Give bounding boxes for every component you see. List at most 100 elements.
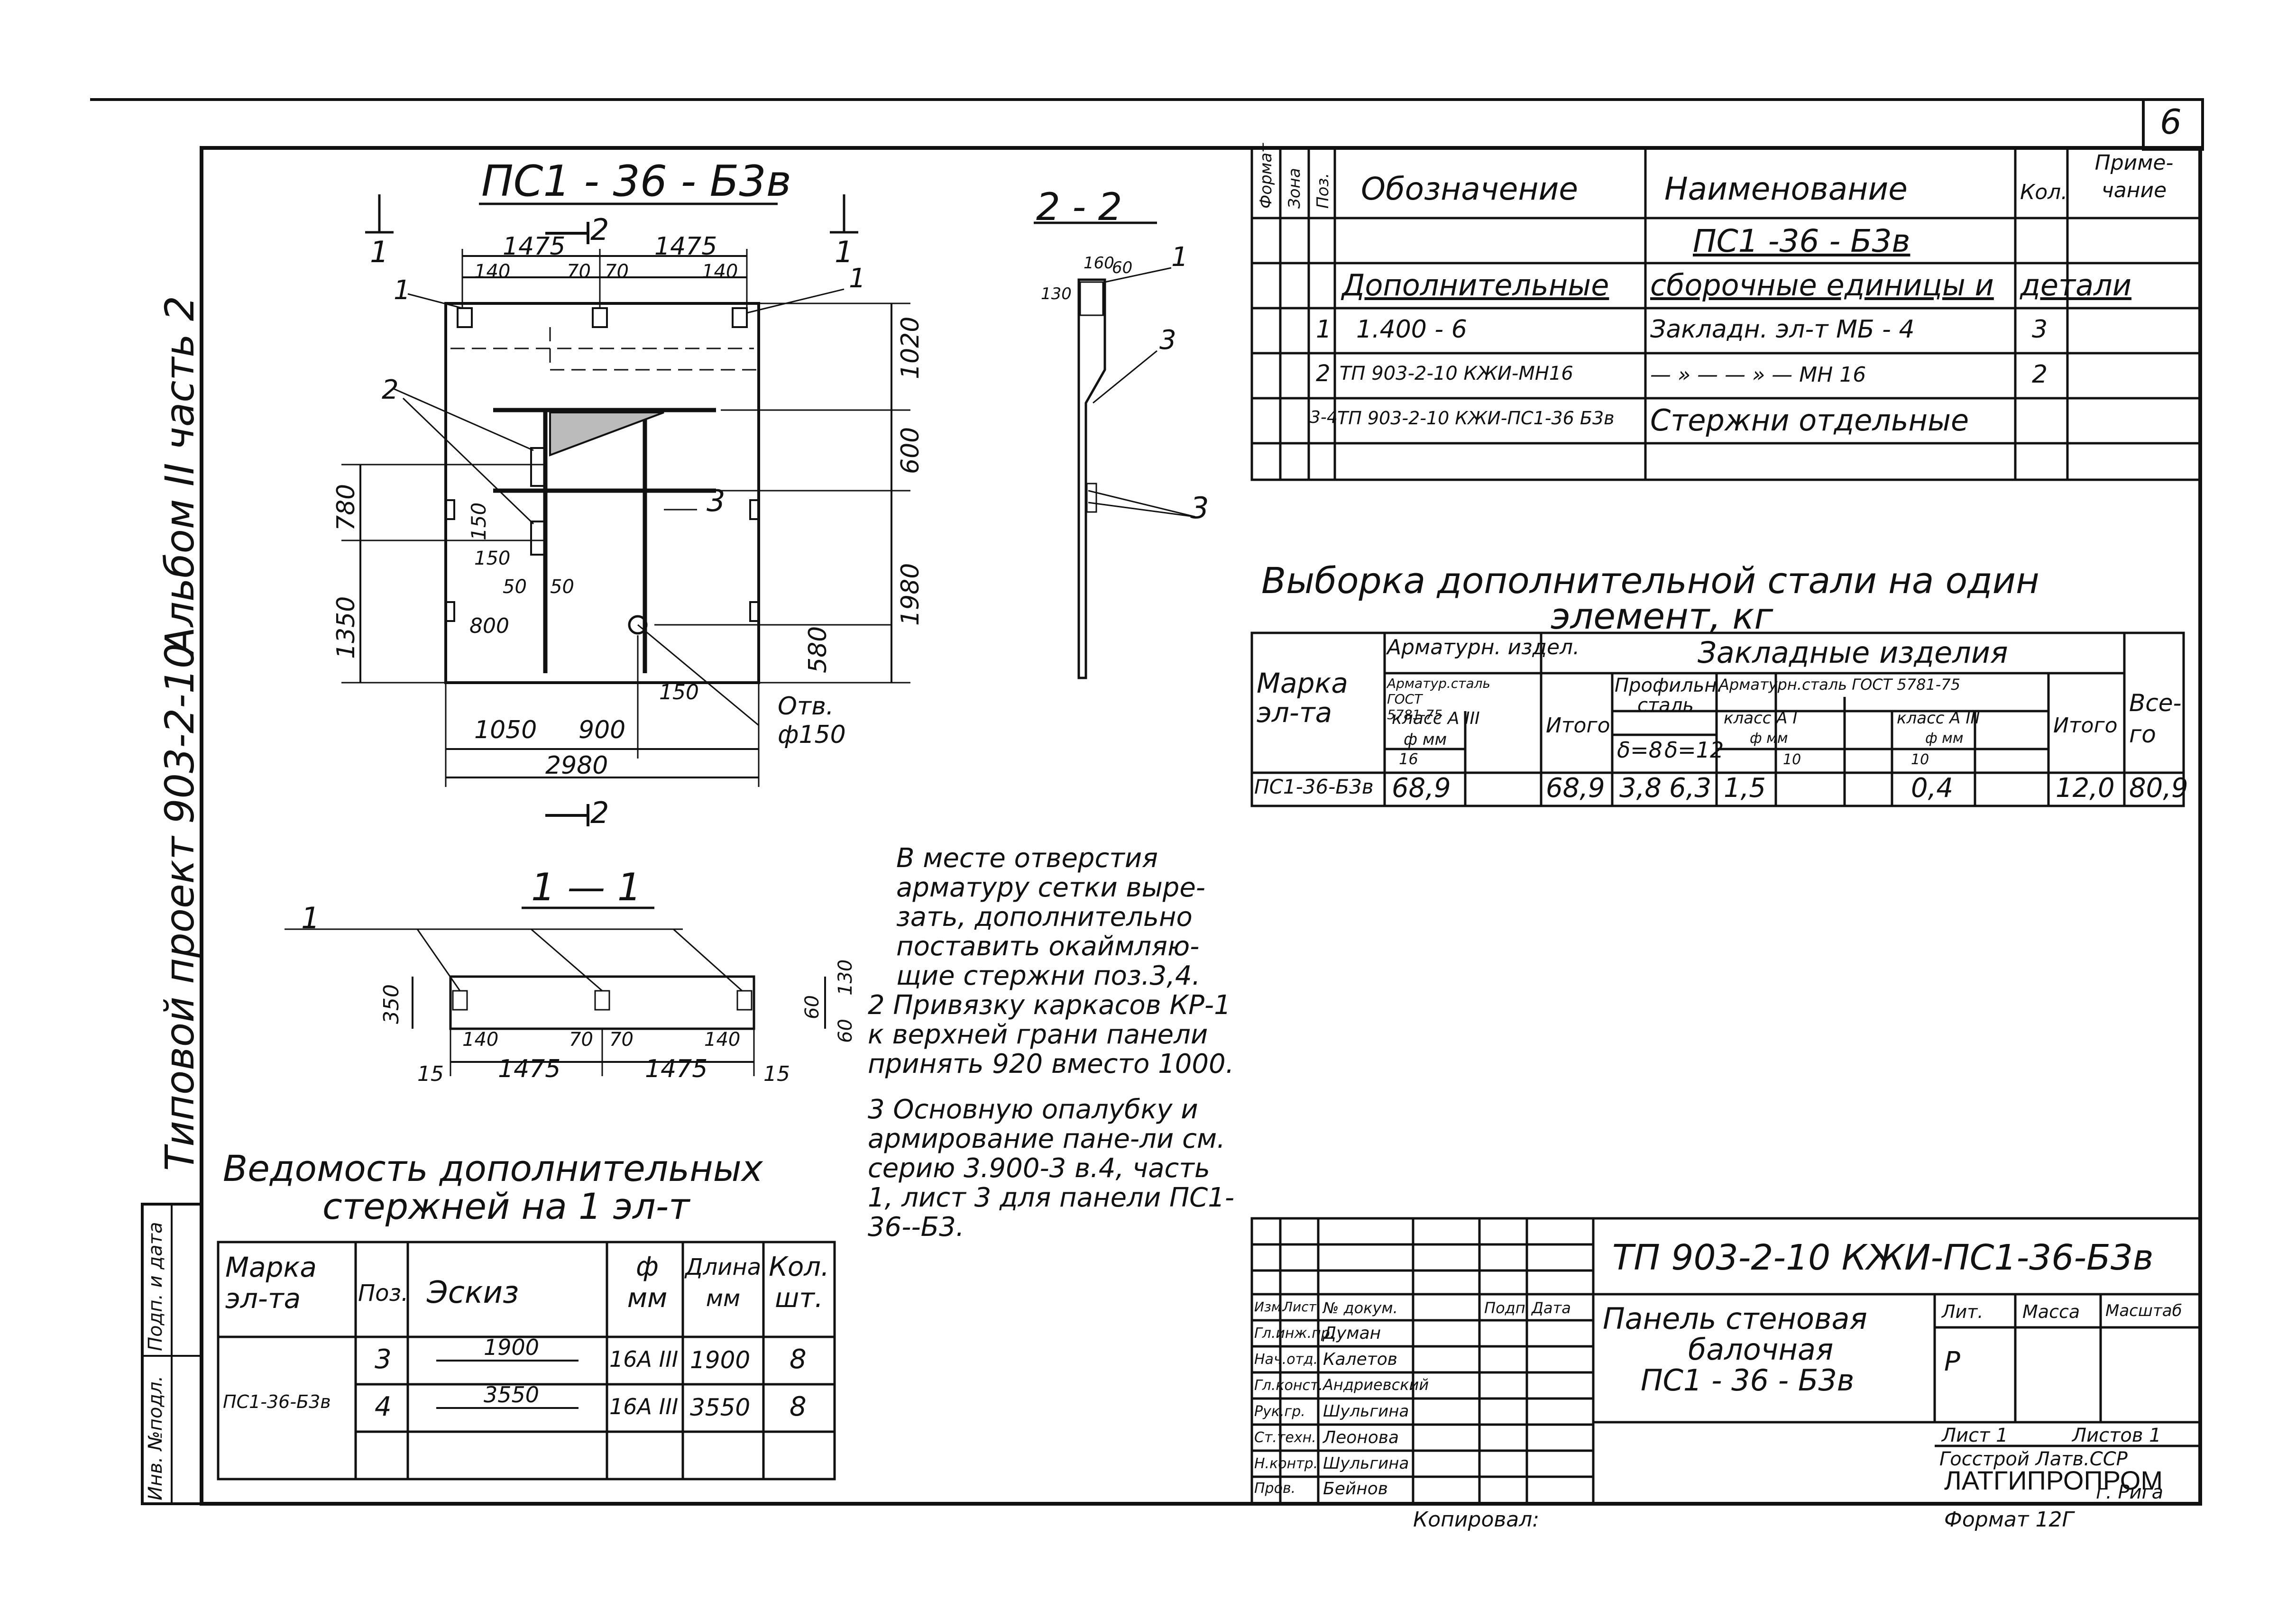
rods-h-qty: Кол. шт. — [769, 1252, 829, 1314]
rods-row2-len: 3550 — [690, 1394, 751, 1421]
steel-row-total: 80,9 — [2129, 773, 2188, 804]
steel-row-itogo2: 12,0 — [2056, 773, 2115, 804]
rods-row1-sketch: 1900 — [484, 1335, 540, 1360]
rods-row2-sketch: 3550 — [484, 1382, 540, 1408]
callout-3: 3 — [707, 484, 726, 518]
cut-1-label-left: 1 — [370, 235, 389, 269]
cut-2-label-bottom: 2 — [590, 795, 609, 830]
page-number: 6 — [2160, 102, 2182, 142]
tb-staff-role-6: Н.контр. — [1254, 1455, 1318, 1472]
rods-table-title-1: Ведомость дополнительных — [223, 1147, 763, 1189]
dim-bottom-2980: 2980 — [545, 751, 608, 780]
dim-top-140-a: 140 — [474, 261, 511, 283]
tb-mass-head: Масса — [2022, 1301, 2080, 1322]
steel-row-a1: 1,5 — [1724, 773, 1766, 804]
rods-row2-pos: 4 — [375, 1391, 392, 1422]
tb-lit-head: Лит. — [1942, 1301, 1984, 1322]
spec-row1-name: Закладн. эл-т МБ - 4 — [1650, 315, 1915, 344]
section-1-1-slab — [449, 975, 755, 1030]
steel-h-armst: Арматурн.сталь ГОСТ 5781-75 — [1719, 676, 1961, 694]
rods-h-pos: Поз. — [358, 1280, 409, 1307]
tb-col-date: Дата — [1532, 1299, 1571, 1317]
tb-org-3: г. Рига — [2096, 1481, 2164, 1503]
spec-row2-name: — » — — » — МН 16 — [1650, 363, 1866, 387]
cut-1-label-right: 1 — [835, 235, 854, 269]
steel-h-itogo-2: Итого — [2053, 713, 2118, 738]
note-3: 3 Основную опалубку и армирование пане-л… — [868, 1094, 1235, 1243]
section-1-1 — [285, 906, 826, 1076]
spec-header-note: Приме-чание — [2094, 151, 2174, 202]
tb-staff-role-7: Пров. — [1254, 1480, 1296, 1497]
section-2-2-callout-3a: 3 — [1159, 325, 1176, 356]
steel-h-d12: δ=12 — [1664, 737, 1724, 763]
dim-top-70-b: 70 — [605, 261, 629, 283]
steel-h-fmm-2: ф мм — [1925, 730, 1964, 747]
cut-2-label-top: 2 — [590, 212, 609, 247]
spec-header-designation: Обозначение — [1361, 171, 1578, 207]
spec-section-assembly: сборочные единицы и — [1650, 268, 1994, 302]
tb-staff-role-1: Гл.инж.пр. — [1254, 1325, 1335, 1342]
steel-h-arm-16: 16 — [1399, 750, 1418, 768]
spec-row3-designation: ТП 903-2-10 КЖИ-ПС1-36 Б3в — [1337, 408, 1615, 429]
section-1-1-dim-60-b: 60 — [835, 1019, 856, 1043]
callout-2: 2 — [382, 375, 399, 405]
rods-row1-pos: 3 — [375, 1344, 392, 1375]
tb-staff-role-3: Гл.конст. — [1254, 1377, 1323, 1394]
spec-row1-designation: 1.400 - 6 — [1356, 315, 1467, 344]
format-label: Формат 12Г — [1944, 1508, 2074, 1532]
dim-top-70-a: 70 — [567, 261, 591, 283]
section-1-1-dim-15-a: 15 — [417, 1062, 444, 1086]
dim-right-1980: 1980 — [896, 563, 925, 626]
tb-staff-name-6: Шульгина — [1323, 1454, 1409, 1473]
panel-outline — [444, 302, 760, 684]
title-block-name-1: Панель стеновая — [1603, 1301, 1867, 1336]
tb-col-izm: Изм. — [1254, 1299, 1286, 1315]
spec-header-zone: Зона — [1285, 168, 1304, 209]
section-1-1-dim-70-b: 70 — [609, 1029, 634, 1051]
tb-staff-name-2: Калетов — [1323, 1350, 1397, 1369]
section-2-2-title: 2 - 2 — [1036, 185, 1122, 229]
tb-staff-role-4: Рук.гр. — [1254, 1403, 1305, 1420]
section-1-1-callout: 1 — [301, 901, 320, 935]
tb-staff-name-7: Бейнов — [1323, 1479, 1388, 1499]
steel-h-fmm-1: ф мм — [1750, 730, 1788, 747]
section-1-1-dim-350: 350 — [379, 984, 404, 1024]
steel-row-mark: ПС1-36-Б3в — [1254, 775, 1374, 798]
side-caption-project: Типовой проект 903-2-10 — [156, 643, 203, 1171]
spec-row3-pos: 3-4 — [1310, 408, 1338, 427]
steel-h-kl1: класс А I — [1724, 709, 1798, 728]
rods-h-dia: ф мм — [627, 1252, 668, 1314]
main-view-panel — [341, 194, 910, 826]
title-block-code: ТП 903-2-10 КЖИ-ПС1-36-Б3в — [1612, 1237, 2154, 1278]
note-1: В месте отверстия арматуру сетки выре-за… — [896, 843, 1205, 991]
steel-row-itogo1: 68,9 — [1546, 773, 1605, 804]
dim-left-800: 800 — [469, 614, 509, 638]
steel-row-d8: 3,8 — [1619, 773, 1662, 804]
side-caption-album: Альбом II часть 2 — [156, 295, 203, 654]
rods-row2-dia: 16А III — [609, 1394, 679, 1419]
tb-lit-value: Р — [1944, 1346, 1960, 1377]
stamp-sign-label: Подп. и дата — [145, 1222, 166, 1351]
tb-col-list: Лист — [1283, 1299, 1316, 1315]
tb-sheets: Листов 1 — [2072, 1425, 2161, 1446]
dim-bottom-1050: 1050 — [474, 716, 537, 744]
rods-table-grid — [217, 1241, 836, 1481]
spec-header-name: Наименование — [1664, 171, 1908, 207]
main-view-title: ПС1 - 36 - Б3в — [481, 156, 791, 206]
section-2-2-dim-60: 60 — [1112, 258, 1133, 277]
hole-circle — [628, 615, 648, 635]
section-1-1-dim-60-a: 60 — [801, 995, 823, 1019]
tb-org-2: ЛАТГИПРОПРОМ — [1944, 1465, 2163, 1495]
section-1-1-dim-130: 130 — [835, 959, 856, 996]
tb-col-sign: Подп. — [1484, 1299, 1530, 1317]
dim-left-50-a: 50 — [503, 576, 527, 598]
tb-staff-name-3: Андриевский — [1323, 1376, 1429, 1394]
embed-plate — [732, 307, 748, 328]
dim-left-1350: 1350 — [332, 596, 360, 659]
rods-row1-len: 1900 — [690, 1346, 751, 1374]
embed-plate — [592, 307, 608, 328]
rods-h-len: Длина мм — [685, 1254, 762, 1312]
rods-mark: ПС1-36-Б3в — [223, 1391, 331, 1412]
title-block-name-2: балочная — [1688, 1332, 1834, 1367]
